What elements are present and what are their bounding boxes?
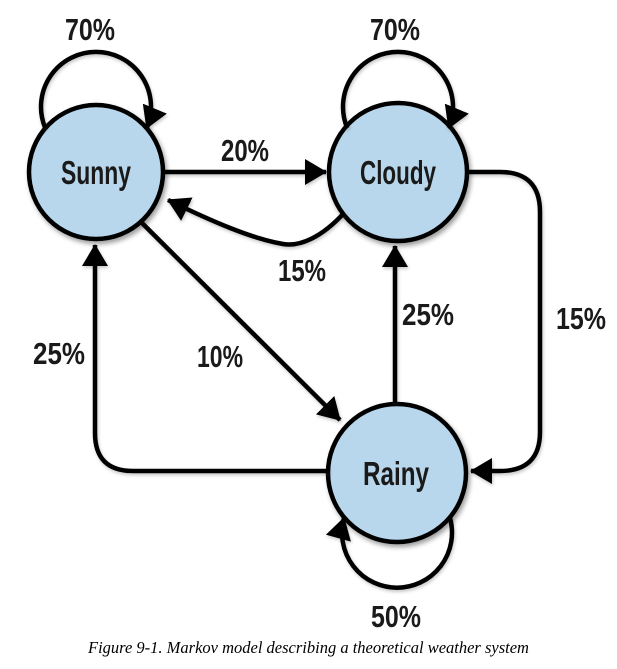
label-sunny-to-cloudy-probability: 20%: [221, 133, 269, 168]
state-rainy-label: Rainy: [363, 455, 429, 492]
transition-cloudy-to-rainy-arrow: [466, 169, 543, 484]
transition-sunny-to-rainy-arrow: [139, 220, 342, 422]
label-rainy-to-sunny-probability: 25%: [33, 336, 85, 371]
label-rainy-self-probability: 50%: [371, 599, 421, 632]
transition-rainy-self-arrow: [325, 517, 455, 590]
label-cloudy-to-rainy-probability: 15%: [556, 301, 606, 336]
figure-caption: Figure 9-1. Markov model describing a th…: [88, 638, 529, 657]
transition-sunny-self-arrow: [38, 49, 167, 129]
state-sunny-label: Sunny: [61, 154, 131, 191]
transition-cloudy-self-arrow: [340, 49, 469, 129]
transition-cloudy-to-sunny-arrow: [167, 197, 346, 247]
state-cloudy-label: Cloudy: [360, 154, 436, 191]
label-cloudy-to-sunny-probability: 15%: [278, 253, 326, 288]
transition-rainy-to-sunny-arrow: [82, 244, 329, 474]
label-rainy-to-cloudy-probability: 25%: [402, 297, 454, 332]
label-cloudy-self-probability: 70%: [370, 12, 420, 47]
markov-model-diagram: Sunny Cloudy Rainy 70% 70% 50% 20% 15% 1…: [26, 12, 606, 632]
label-sunny-to-rainy-probability: 10%: [197, 339, 243, 374]
label-sunny-self-probability: 70%: [65, 12, 115, 47]
